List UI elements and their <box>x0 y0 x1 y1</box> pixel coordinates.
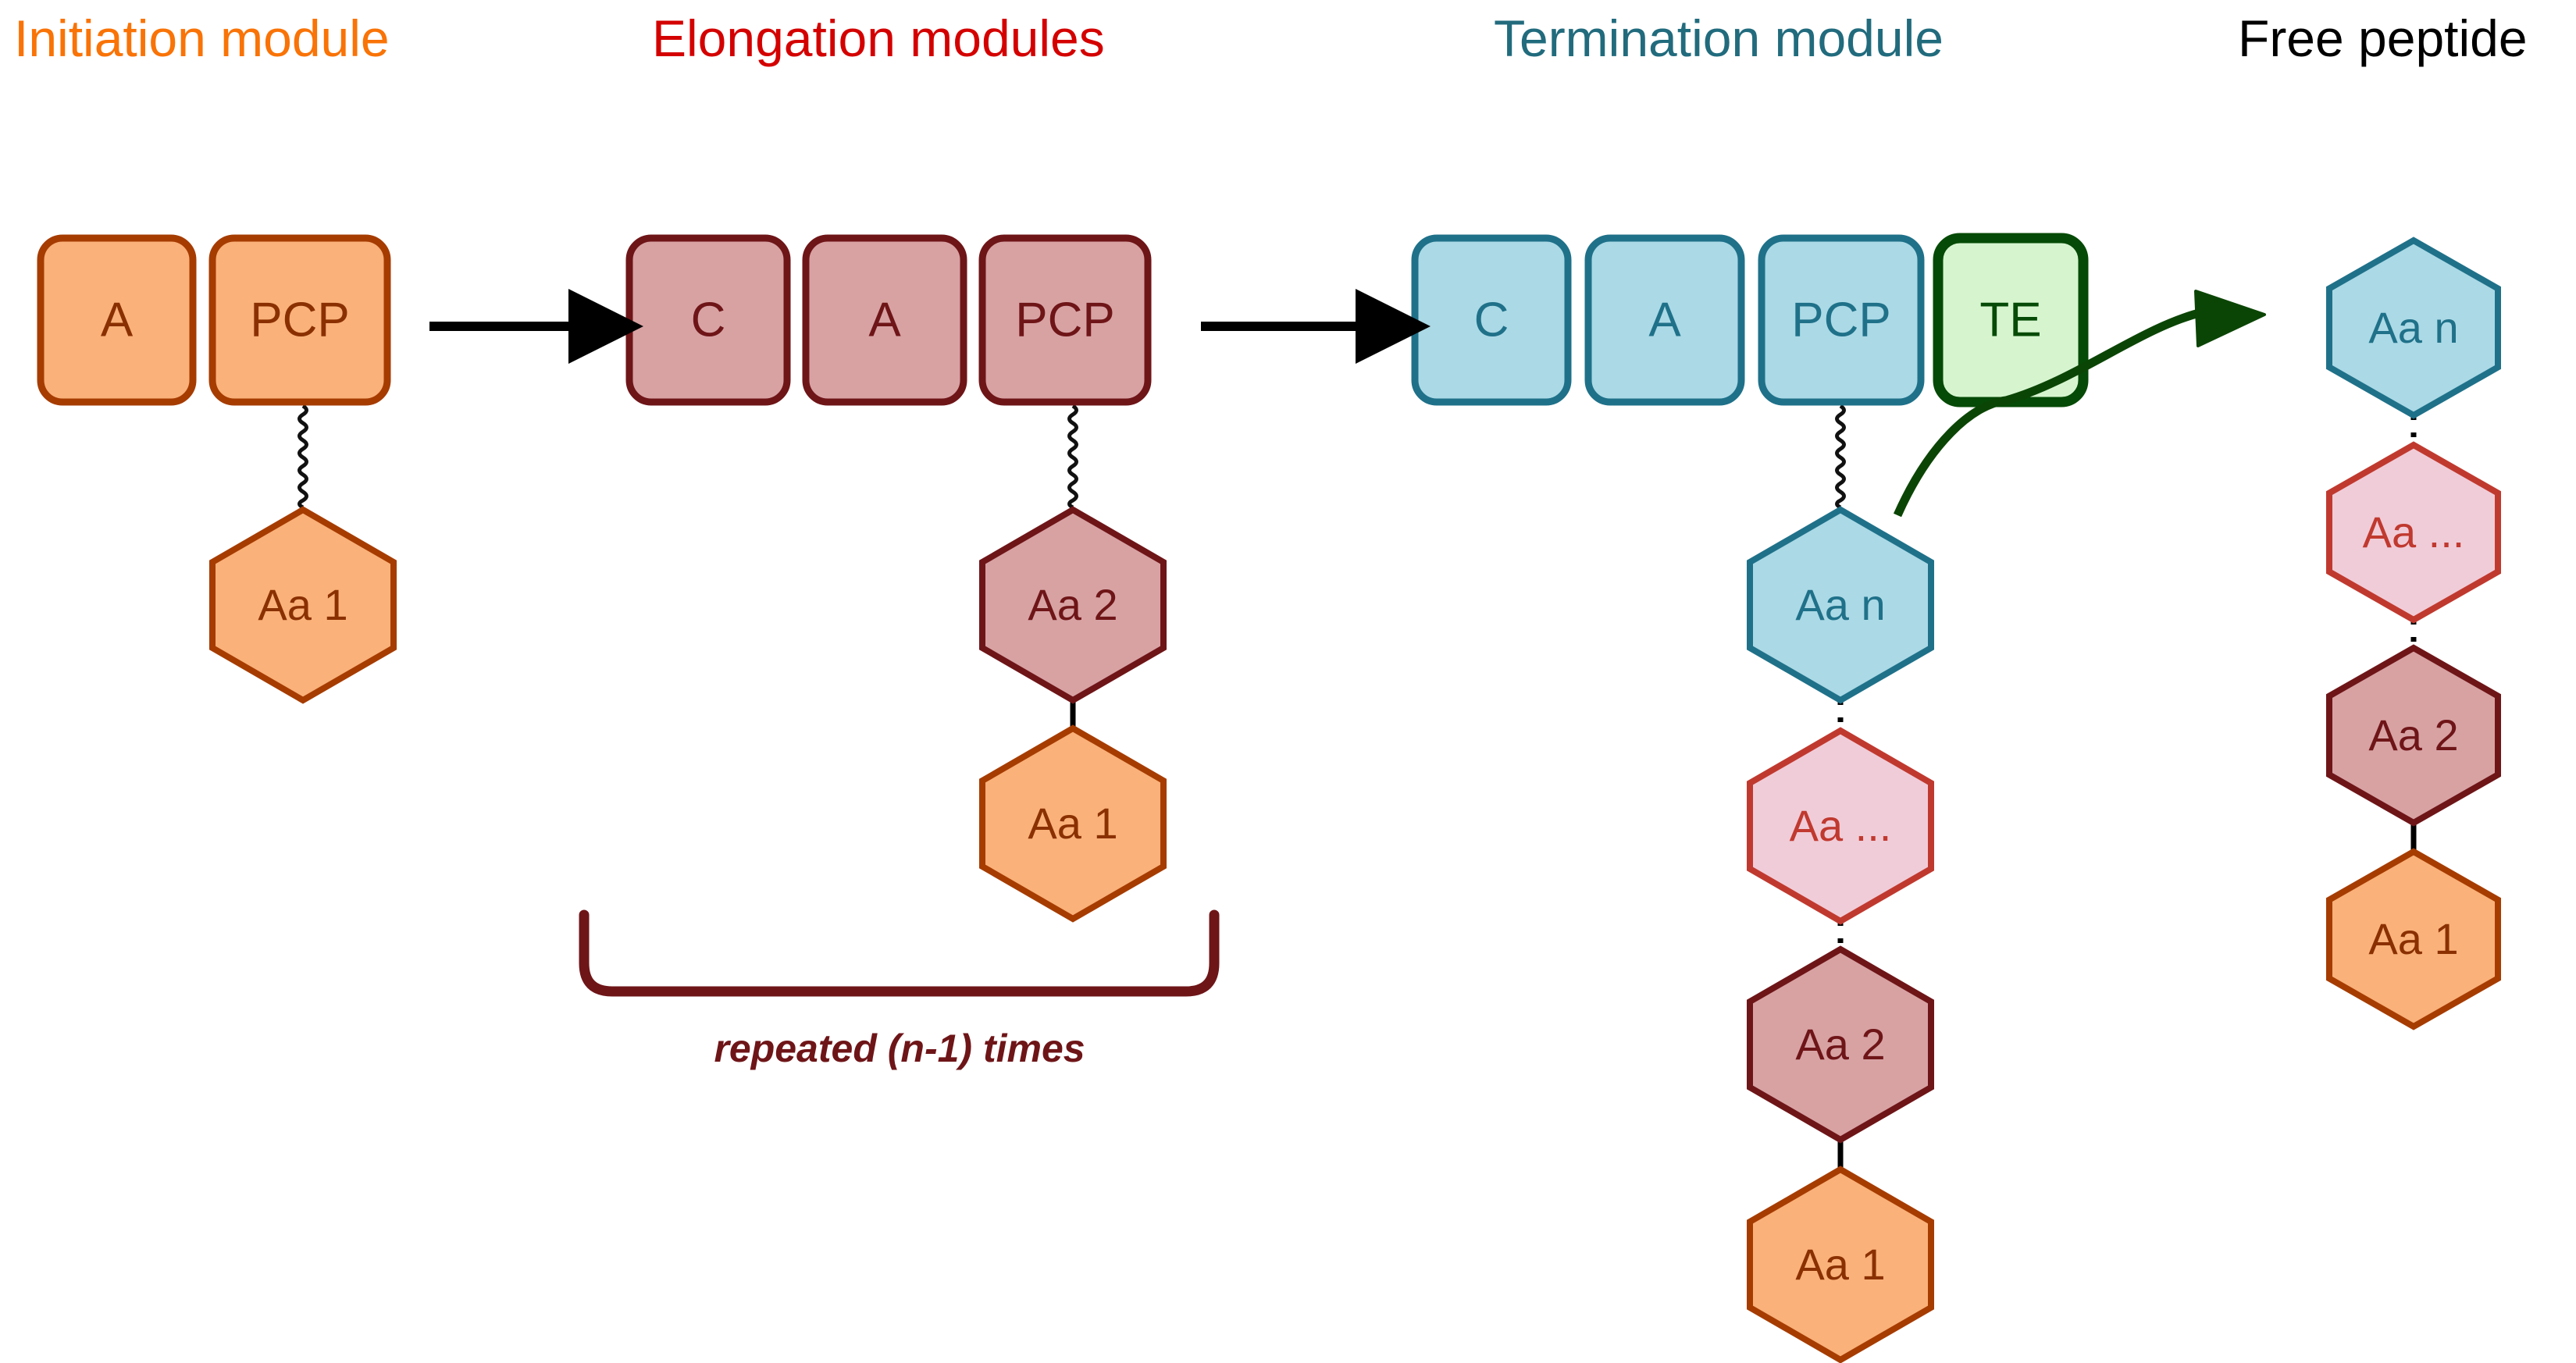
hexagon-label-free-aa2: Aa 2 <box>2368 710 2458 760</box>
repeat-brace-shape <box>579 909 1220 997</box>
amino-acid-hexagon[interactable]: Aa 1 <box>2326 848 2501 1030</box>
domain-label-pcp: PCP <box>250 293 349 347</box>
amino-acid-hexagons-group: Aa 1 Aa 2 Aa 1 Aa n Aa ... Aa 2 Aa 1 Aa n Aa ...… <box>209 237 2501 1363</box>
hexagon-shape-free-aa1[interactable] <box>2326 848 2501 1030</box>
domain-label-a: A <box>868 293 901 347</box>
hexagon-label-term-aadots: Aa ... <box>1790 801 1892 850</box>
te-release-curve <box>1893 308 2204 518</box>
domain-label-pcp: PCP <box>1791 293 1890 347</box>
hexagon-shape-term-aan[interactable] <box>1747 506 1934 704</box>
repeat-brace-group: repeated (n-1) times <box>579 909 1220 1070</box>
amino-acid-hexagon[interactable]: Aa 1 <box>209 506 397 704</box>
domain-box-a[interactable] <box>802 234 967 406</box>
initiation-module: A PCP <box>37 234 391 406</box>
hexagon-shape-free-aa2[interactable] <box>2326 644 2501 827</box>
amino-acid-hexagon[interactable]: Aa 1 <box>979 724 1167 923</box>
amino-acid-hexagon[interactable]: Aa 2 <box>1747 945 1934 1144</box>
hexagon-label-term-aa2: Aa 2 <box>1795 1020 1885 1069</box>
amino-acid-hexagon[interactable]: Aa 2 <box>979 506 1167 704</box>
peptide-bond-connectors-group <box>1070 415 2417 1169</box>
amino-acid-hexagon[interactable]: Aa n <box>1747 506 1934 704</box>
hexagon-label-elong-aa2: Aa 2 <box>1028 580 1117 629</box>
phosphopantetheine-arms-group <box>298 404 1846 510</box>
elongation-module: C A PCP <box>625 234 1152 406</box>
phosphopantetheine-arm <box>298 404 308 510</box>
hexagon-shape-init-aa1[interactable] <box>209 506 397 704</box>
header-elongation-modules: Elongation modules <box>652 9 1105 67</box>
domain-box-pcp[interactable] <box>978 234 1152 406</box>
hexagon-label-init-aa1: Aa 1 <box>258 580 347 629</box>
hexagon-shape-elong-aa1[interactable] <box>979 724 1167 923</box>
hexagon-shape-free-aadots[interactable] <box>2326 441 2501 624</box>
repeat-brace-caption: repeated (n-1) times <box>714 1027 1085 1070</box>
hexagon-label-free-aadots: Aa ... <box>2363 507 2465 557</box>
hexagon-shape-term-aadots[interactable] <box>1747 727 1934 925</box>
domain-box-pcp[interactable] <box>208 234 391 406</box>
hexagon-label-elong-aa1: Aa 1 <box>1028 799 1117 848</box>
phosphopantetheine-arm <box>1067 404 1078 510</box>
amino-acid-hexagon[interactable]: Aa ... <box>1747 727 1934 925</box>
hexagon-label-free-aa1: Aa 1 <box>2368 914 2458 963</box>
amino-acid-hexagon[interactable]: Aa 1 <box>1747 1165 1934 1363</box>
amino-acid-hexagon[interactable]: Aa n <box>2326 237 2501 419</box>
hexagon-label-term-aan: Aa n <box>1795 580 1885 629</box>
domain-box-a[interactable] <box>1584 234 1745 406</box>
modules-group: A PCP C A PCP C A PCP TE <box>37 233 2089 407</box>
amino-acid-hexagon[interactable]: Aa ... <box>2326 441 2501 624</box>
domain-label-pcp: PCP <box>1015 293 1114 347</box>
phosphopantetheine-arm <box>1835 404 1846 510</box>
header-initiation-module: Initiation module <box>14 9 390 67</box>
hexagon-shape-term-aa1[interactable] <box>1747 1165 1934 1363</box>
hexagon-shape-free-aan[interactable] <box>2326 237 2501 419</box>
hexagon-label-term-aa1: Aa 1 <box>1795 1240 1885 1289</box>
amino-acid-hexagon[interactable]: Aa 2 <box>2326 644 2501 827</box>
te-release-arrowhead <box>2194 290 2266 347</box>
domain-label-a: A <box>1648 293 1681 347</box>
domain-label-c: C <box>691 293 726 347</box>
domain-label-c: C <box>1474 293 1509 347</box>
termination-module: C A PCP TE <box>1411 233 2089 407</box>
domain-box-pcp[interactable] <box>1758 234 1925 406</box>
te-release-arrow-group <box>1893 290 2266 518</box>
header-free-peptide: Free peptide <box>2238 9 2528 67</box>
hexagon-shape-term-aa2[interactable] <box>1747 945 1934 1144</box>
headers-group: Initiation module Elongation modules Ter… <box>14 9 2528 67</box>
domain-label-a: A <box>101 293 134 347</box>
hexagon-label-free-aan: Aa n <box>2368 303 2458 352</box>
header-termination-module: Termination module <box>1494 9 1944 67</box>
domain-box-a[interactable] <box>37 234 197 406</box>
hexagon-shape-elong-aa2[interactable] <box>979 506 1167 704</box>
domain-label-te: TE <box>1979 293 2041 347</box>
